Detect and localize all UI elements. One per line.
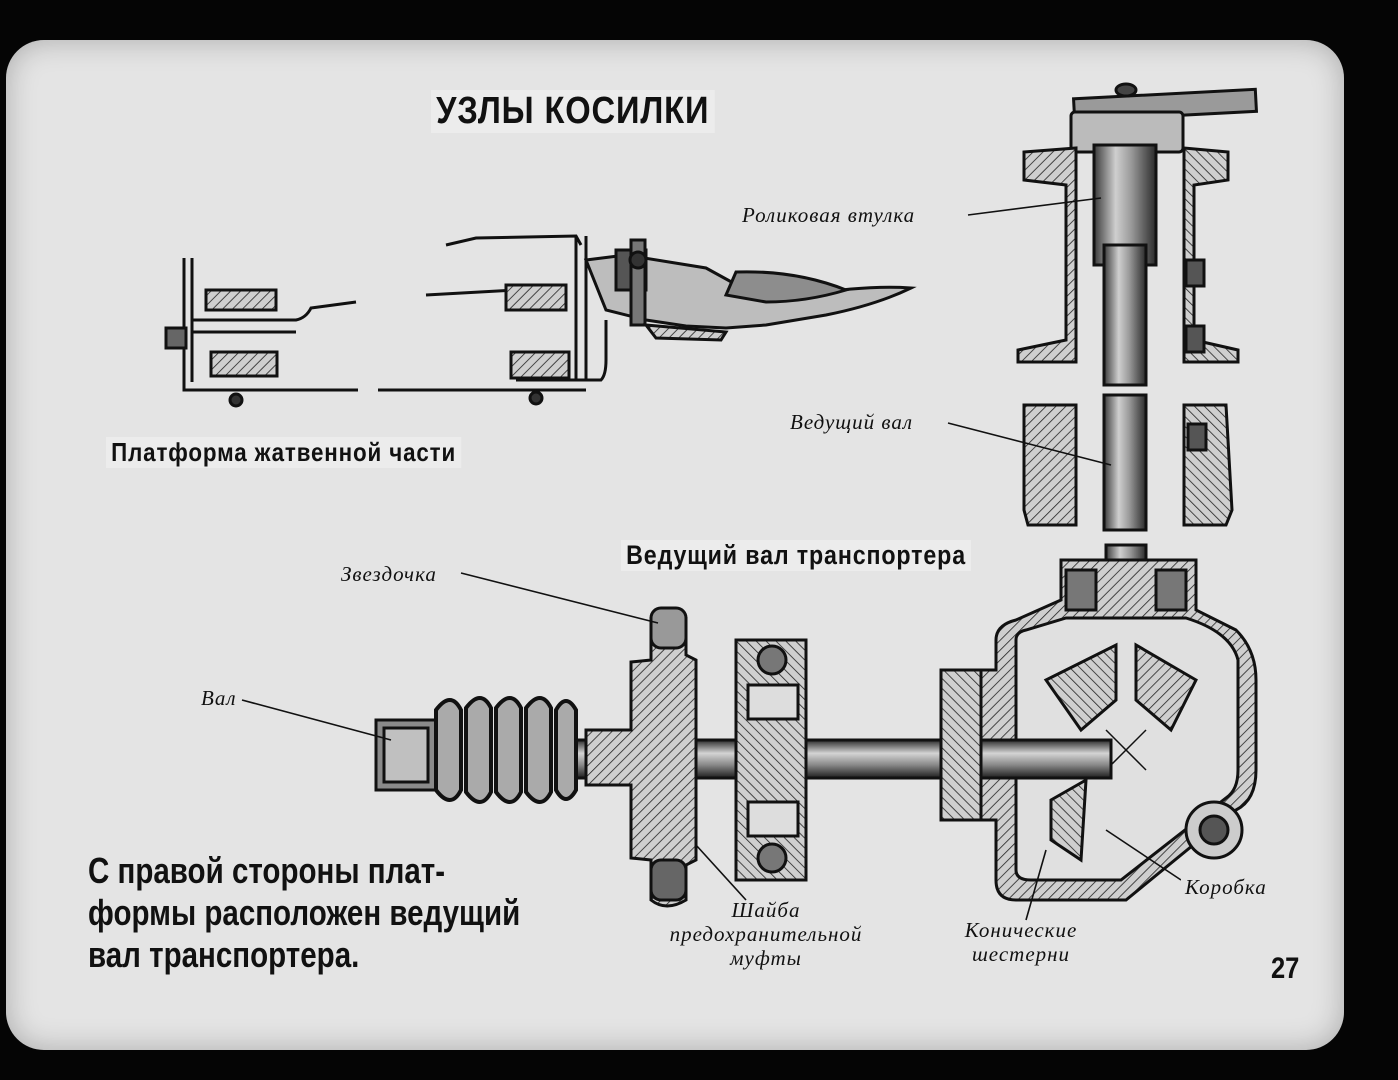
description-line: вал транспортера. [88, 934, 360, 975]
leader-lines [241, 197, 1182, 921]
callout-line: Конические [964, 918, 1078, 942]
conveyor-shaft-caption: Ведущий вал транспортера [621, 540, 972, 571]
callout-box: Коробка [1181, 875, 1271, 900]
gearbox-housing [939, 558, 1258, 902]
callout-line: предохранительной [669, 922, 863, 946]
callout-line: Шайба [731, 898, 801, 922]
description-line: С правой стороны плат- [88, 850, 446, 891]
callout-line: шестерни [971, 942, 1071, 966]
callout-shaft: Вал [197, 686, 241, 711]
mower-assemblies-drawing [164, 82, 1259, 921]
callout-line: муфты [730, 946, 802, 970]
platform-section-drawing [164, 234, 917, 408]
callout-sprocket: Звездочка [337, 562, 441, 587]
platform-caption: Платформа жатвенной части [106, 437, 462, 468]
callout-safety-clutch-washer: Шайба предохранительной муфты [636, 898, 896, 970]
callout-drive-shaft: Ведущий вал [786, 410, 918, 435]
filmstrip-slide: УЗЛЫ КОСИЛКИ Платформа жатвенной части В… [6, 40, 1344, 1050]
callout-bevel-gears: Конические шестерни [941, 918, 1101, 966]
description-line: формы расположен ведущий [88, 892, 521, 933]
callout-roller-bushing: Роликовая втулка [738, 203, 920, 228]
page-number: 27 [1271, 952, 1300, 985]
horizontal-drive-shaft [374, 606, 1113, 908]
description-text: С правой стороны плат- формы расположен … [88, 850, 547, 976]
slide-title: УЗЛЫ КОСИЛКИ [431, 90, 715, 133]
